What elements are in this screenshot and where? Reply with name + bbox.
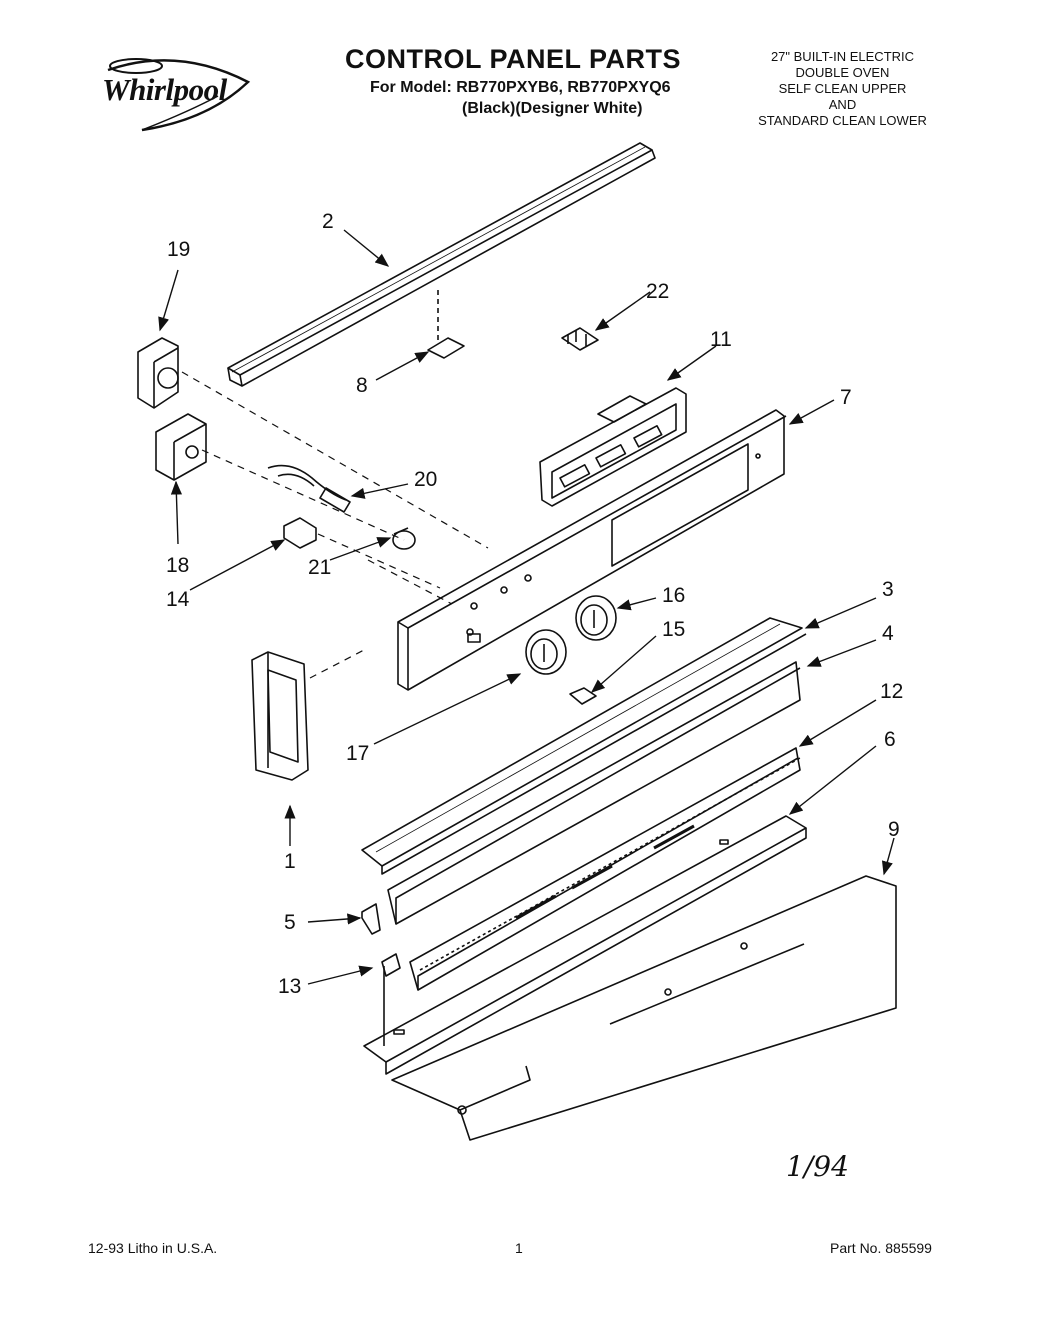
callout-21: 21	[308, 556, 331, 579]
assembly-lines	[181, 371, 489, 679]
callout-3: 3	[882, 578, 894, 601]
brand-name: Whirlpool	[102, 72, 227, 107]
callout-8: 8	[356, 374, 368, 397]
part-15-button	[569, 687, 597, 705]
part-3-trim	[361, 617, 807, 875]
page-title: CONTROL PANEL PARTS	[345, 44, 682, 74]
callout-15: 15	[662, 618, 685, 641]
part-8-bracket	[427, 290, 465, 359]
whirlpool-logo: Whirlpool	[98, 52, 268, 136]
part-2-top-trim	[227, 142, 656, 387]
product-description: 27" BUILT-IN ELECTRIC DOUBLE OVEN SELF C…	[725, 49, 960, 129]
part-20-wire-harness	[267, 464, 351, 513]
callout-16: 16	[662, 584, 685, 607]
callout-22: 22	[646, 280, 669, 303]
callout-2: 2	[322, 210, 334, 233]
callout-17: 17	[346, 742, 369, 765]
description-line: SELF CLEAN UPPER	[778, 81, 907, 96]
callout-11: 11	[710, 328, 732, 351]
part-6-bracket	[363, 815, 807, 1075]
description-line: 27" BUILT-IN ELECTRIC	[770, 49, 915, 64]
callout-labels: 2 19 22 11 8 7 20 18 21 14 16 3 15 4 12 …	[166, 210, 903, 998]
callout-18: 18	[166, 554, 189, 577]
part-7-control-panel	[397, 409, 787, 691]
footer-part-number: Part No. 885599	[830, 1240, 932, 1256]
part-4-trim	[387, 661, 801, 925]
footer-print-info: 12-93 Litho in U.S.A.	[88, 1240, 218, 1256]
handwritten-date-note: 1/94	[786, 1150, 849, 1183]
part-1-end-cap	[251, 651, 309, 781]
callout-7: 7	[840, 386, 852, 409]
callout-12: 12	[880, 680, 903, 703]
callout-14: 14	[166, 588, 190, 611]
part-12-vent	[409, 747, 801, 991]
footer-page-number: 1	[515, 1240, 523, 1256]
callout-20: 20	[414, 468, 437, 491]
variant-line: (Black)(Designer White)	[462, 100, 643, 117]
logo-swoosh	[107, 58, 251, 132]
part-17-knob	[525, 629, 567, 675]
part-9-plate	[391, 875, 897, 1141]
callout-4: 4	[882, 622, 894, 645]
part-16-knob	[575, 595, 617, 641]
part-22-clip	[561, 327, 599, 351]
callout-5: 5	[284, 911, 296, 934]
part-11-electronic-control	[539, 387, 687, 507]
part-18-relay	[155, 413, 207, 481]
callout-6: 6	[884, 728, 896, 751]
callout-1: 1	[284, 850, 296, 873]
model-line: For Model: RB770PXYB6, RB770PXYQ6	[370, 79, 671, 96]
description-line: AND	[828, 97, 857, 112]
part-19-switch	[137, 337, 179, 409]
part-5-cap	[361, 903, 381, 935]
part-21-lamp	[392, 527, 416, 550]
description-line: STANDARD CLEAN LOWER	[758, 113, 927, 128]
part-14-socket	[283, 517, 317, 549]
leader-arrows	[158, 229, 895, 985]
part-13-clip	[381, 953, 401, 977]
callout-9: 9	[888, 818, 900, 841]
callout-19: 19	[167, 238, 190, 261]
description-line: DOUBLE OVEN	[795, 65, 890, 80]
callout-13: 13	[278, 975, 301, 998]
